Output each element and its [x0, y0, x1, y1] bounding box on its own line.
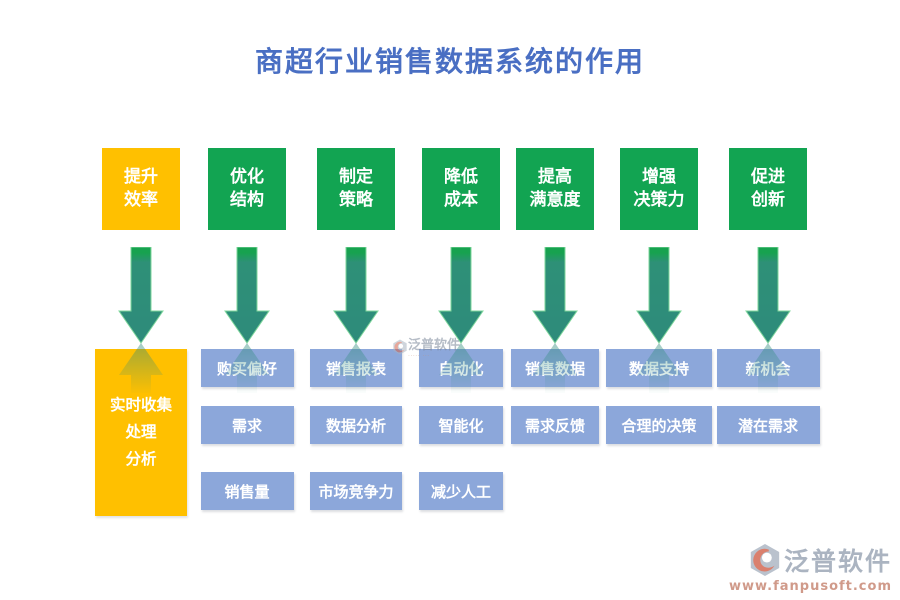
header-line: 结构: [230, 190, 264, 210]
column-7-header: 促进创新: [729, 148, 807, 230]
diagram-column-5: 提高满意度 销售数据需求反馈: [501, 148, 609, 548]
item-box: 销售报表: [310, 349, 402, 387]
column-5-header: 提高满意度: [516, 148, 594, 230]
footer-brand-url: www.fanpusoft.com: [728, 579, 892, 594]
item-box: 自动化: [419, 349, 503, 387]
item-box: 销售量: [200, 472, 294, 510]
tall-item-box: 实时收集处理分析: [95, 349, 187, 516]
column-3-header: 制定策略: [317, 148, 395, 230]
item-box: 需求: [200, 406, 294, 444]
item-box: 潜在需求: [716, 406, 820, 444]
header-line: 策略: [339, 190, 373, 210]
item-box: 新机会: [716, 349, 820, 387]
column-3-items: 销售报表数据分析市场竞争力: [302, 349, 410, 510]
header-line: 提高: [538, 167, 572, 188]
header-line: 决策力: [633, 190, 685, 210]
fanpu-logo-icon: [750, 543, 780, 577]
header-line: 增强: [642, 167, 676, 188]
item-box: 数据支持: [606, 349, 712, 387]
header-line: 促进: [751, 167, 785, 188]
column-1-header: 提升效率: [102, 148, 180, 230]
item-box: 需求反馈: [511, 406, 599, 444]
footer-brand-row: 泛普软件: [729, 542, 892, 578]
item-box: 数据分析: [310, 406, 402, 444]
header-line: 成本: [444, 190, 478, 210]
header-line: 创新: [751, 190, 785, 210]
column-5-items: 销售数据需求反馈: [501, 349, 609, 444]
column-7-items: 新机会潜在需求: [714, 349, 822, 444]
item-box: 智能化: [419, 406, 503, 444]
column-2-items: 购买偏好需求销售量: [193, 349, 301, 510]
diagram-column-7: 促进创新 新机会潜在需求: [714, 148, 822, 548]
item-box: 减少人工: [419, 472, 503, 510]
tall-item-line: 实时收集: [109, 395, 172, 414]
diagram-column-1: 提升效率 实时收集处理分析: [87, 148, 195, 548]
footer-brand: 泛普软件 www.fanpusoft.com: [729, 542, 892, 594]
item-box: 合理的决策: [606, 406, 712, 444]
diagram-column-4: 降低成本 自动化智能化减少人工: [407, 148, 515, 548]
column-2-header: 优化结构: [208, 148, 286, 230]
item-box: 市场竞争力: [310, 472, 402, 510]
footer-brand-name: 泛普软件: [783, 547, 892, 576]
header-line: 优化: [230, 167, 264, 188]
column-4-items: 自动化智能化减少人工: [407, 349, 515, 510]
diagram-column-6: 增强决策力 数据支持合理的决策: [605, 148, 713, 548]
header-line: 降低: [444, 167, 478, 188]
item-box: 销售数据: [511, 349, 599, 387]
header-line: 满意度: [529, 190, 581, 210]
page-title: 商超行业销售数据系统的作用: [254, 45, 645, 78]
item-box: 购买偏好: [200, 349, 294, 387]
column-4-header: 降低成本: [422, 148, 500, 230]
column-6-items: 数据支持合理的决策: [605, 349, 713, 444]
diagram-column-3: 制定策略 销售报表数据分析市场竞争力: [302, 148, 410, 548]
header-line: 制定: [339, 167, 373, 188]
diagram-column-2: 优化结构 购买偏好需求销售量: [193, 148, 301, 548]
tall-item-line: 处理: [125, 422, 157, 441]
tall-item-line: 分析: [125, 450, 157, 469]
column-6-header: 增强决策力: [620, 148, 698, 230]
header-line: 提升: [124, 167, 158, 188]
header-line: 效率: [124, 190, 158, 210]
column-1-items: 实时收集处理分析: [87, 349, 195, 516]
